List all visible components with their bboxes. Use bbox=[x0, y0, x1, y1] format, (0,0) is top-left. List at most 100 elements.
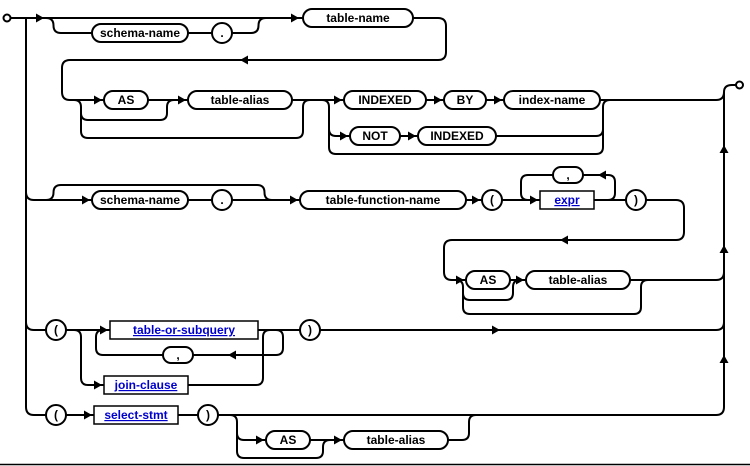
node-schema-name-1: schema-name bbox=[91, 23, 189, 43]
node-label: ( bbox=[54, 323, 58, 337]
table-or-subquery-link-box[interactable] bbox=[109, 320, 259, 340]
arrow-right-icon bbox=[340, 131, 348, 141]
arrow-right-icon bbox=[334, 435, 342, 445]
node-lparen-2: ( bbox=[45, 319, 67, 341]
node-label: . bbox=[220, 193, 223, 207]
rail-right-trunk bbox=[723, 84, 736, 407]
rail-schema1-branch bbox=[45, 17, 267, 34]
rail-schema2-bypass bbox=[45, 184, 273, 201]
start-terminal bbox=[2, 13, 12, 23]
node-label: , bbox=[176, 348, 179, 362]
select-stmt-link-label[interactable]: select-stmt bbox=[104, 408, 167, 422]
rail-alt4-as-group bbox=[229, 414, 477, 459]
node-label: ) bbox=[206, 408, 210, 422]
node-label: , bbox=[566, 168, 569, 182]
arrow-left-icon bbox=[240, 55, 248, 65]
node-schema-name-2: schema-name bbox=[91, 190, 189, 210]
node-label: ) bbox=[634, 193, 638, 207]
arrow-right-icon bbox=[178, 95, 186, 105]
node-label: table-function-name bbox=[326, 193, 441, 207]
node-table-function-name: table-function-name bbox=[299, 190, 467, 210]
node-label: table-alias bbox=[549, 273, 608, 287]
rail-join-clause-branch bbox=[73, 329, 271, 386]
node-label: table-name bbox=[326, 11, 390, 25]
node-as-2: AS bbox=[465, 270, 511, 290]
arrow-right-icon bbox=[408, 131, 416, 141]
node-rparen-1: ) bbox=[625, 189, 647, 211]
arrow-right-icon bbox=[472, 195, 480, 205]
arrow-right-icon bbox=[94, 380, 102, 390]
node-label: . bbox=[220, 26, 223, 40]
node-table-or-subquery-link[interactable]: table-or-subquery bbox=[109, 320, 259, 340]
expr-link-box[interactable] bbox=[539, 190, 595, 210]
node-dot-1: . bbox=[211, 22, 233, 44]
rail-row2-as-bypass bbox=[73, 99, 311, 139]
arrow-right-icon bbox=[456, 275, 464, 285]
node-label: INDEXED bbox=[430, 129, 484, 143]
arrow-right-icon bbox=[82, 195, 90, 205]
node-table-alias-3: table-alias bbox=[343, 430, 449, 450]
node-label: ( bbox=[490, 193, 494, 207]
node-table-name: table-name bbox=[302, 8, 414, 28]
node-label: INDEXED bbox=[358, 93, 412, 107]
node-join-clause-link[interactable]: join-clause bbox=[103, 375, 189, 395]
arrow-right-icon bbox=[530, 195, 538, 205]
arrow-right-icon bbox=[84, 410, 92, 420]
node-label: AS bbox=[480, 273, 497, 287]
table-or-subquery-link-label[interactable]: table-or-subquery bbox=[133, 323, 235, 337]
node-table-alias-1: table-alias bbox=[187, 90, 293, 110]
join-clause-link-label[interactable]: join-clause bbox=[114, 378, 178, 392]
arrow-left-icon bbox=[560, 235, 568, 245]
node-label: schema-name bbox=[100, 193, 180, 207]
node-lparen-1: ( bbox=[481, 189, 503, 211]
arrow-right-icon bbox=[516, 275, 524, 285]
arrow-up-icon bbox=[719, 245, 729, 253]
arrow-up-icon bbox=[719, 355, 729, 363]
node-label: ( bbox=[54, 408, 58, 422]
rail-alt3-main bbox=[34, 321, 725, 331]
arrow-left-icon bbox=[228, 350, 236, 360]
rail-alt4-main bbox=[34, 406, 725, 416]
node-expr-link[interactable]: expr bbox=[539, 190, 595, 210]
arrow-right-icon bbox=[256, 435, 264, 445]
node-label: AS bbox=[118, 93, 135, 107]
arrow-right-icon bbox=[334, 95, 342, 105]
node-comma-2: , bbox=[162, 346, 194, 364]
node-table-alias-2: table-alias bbox=[525, 270, 631, 290]
arrow-right-icon bbox=[100, 325, 108, 335]
join-clause-link-box[interactable] bbox=[103, 375, 189, 395]
node-not: NOT bbox=[349, 126, 401, 146]
node-label: ) bbox=[308, 323, 312, 337]
node-dot-2: . bbox=[211, 189, 233, 211]
arrow-right-icon bbox=[94, 95, 102, 105]
node-comma-1: , bbox=[552, 166, 584, 184]
node-label: schema-name bbox=[100, 26, 180, 40]
node-label: table-alias bbox=[211, 93, 270, 107]
node-label: NOT bbox=[362, 129, 388, 143]
expr-link-label[interactable]: expr bbox=[554, 193, 580, 207]
node-indexed-1: INDEXED bbox=[343, 90, 427, 110]
select-stmt-link-box[interactable] bbox=[93, 405, 179, 425]
node-label: BY bbox=[457, 93, 474, 107]
node-select-stmt-link[interactable]: select-stmt bbox=[93, 405, 179, 425]
node-label: index-name bbox=[519, 93, 586, 107]
node-lparen-3: ( bbox=[45, 404, 67, 426]
rail-row3-main bbox=[34, 199, 685, 281]
node-label: AS bbox=[280, 433, 297, 447]
arrow-right-icon bbox=[36, 13, 44, 23]
node-as-1: AS bbox=[103, 90, 149, 110]
arrow-right-icon bbox=[291, 13, 299, 23]
node-rparen-2: ) bbox=[299, 319, 321, 341]
node-indexed-2: INDEXED bbox=[417, 126, 497, 146]
node-by: BY bbox=[443, 90, 487, 110]
arrow-up-icon bbox=[719, 145, 729, 153]
rail-alt1-top bbox=[11, 17, 447, 101]
arrow-left-icon bbox=[598, 170, 606, 180]
arrow-right-icon bbox=[290, 195, 298, 205]
end-terminal bbox=[735, 80, 744, 90]
rail-left-trunk bbox=[25, 18, 35, 416]
arrow-right-icon bbox=[494, 95, 502, 105]
arrow-right-icon bbox=[492, 325, 500, 335]
